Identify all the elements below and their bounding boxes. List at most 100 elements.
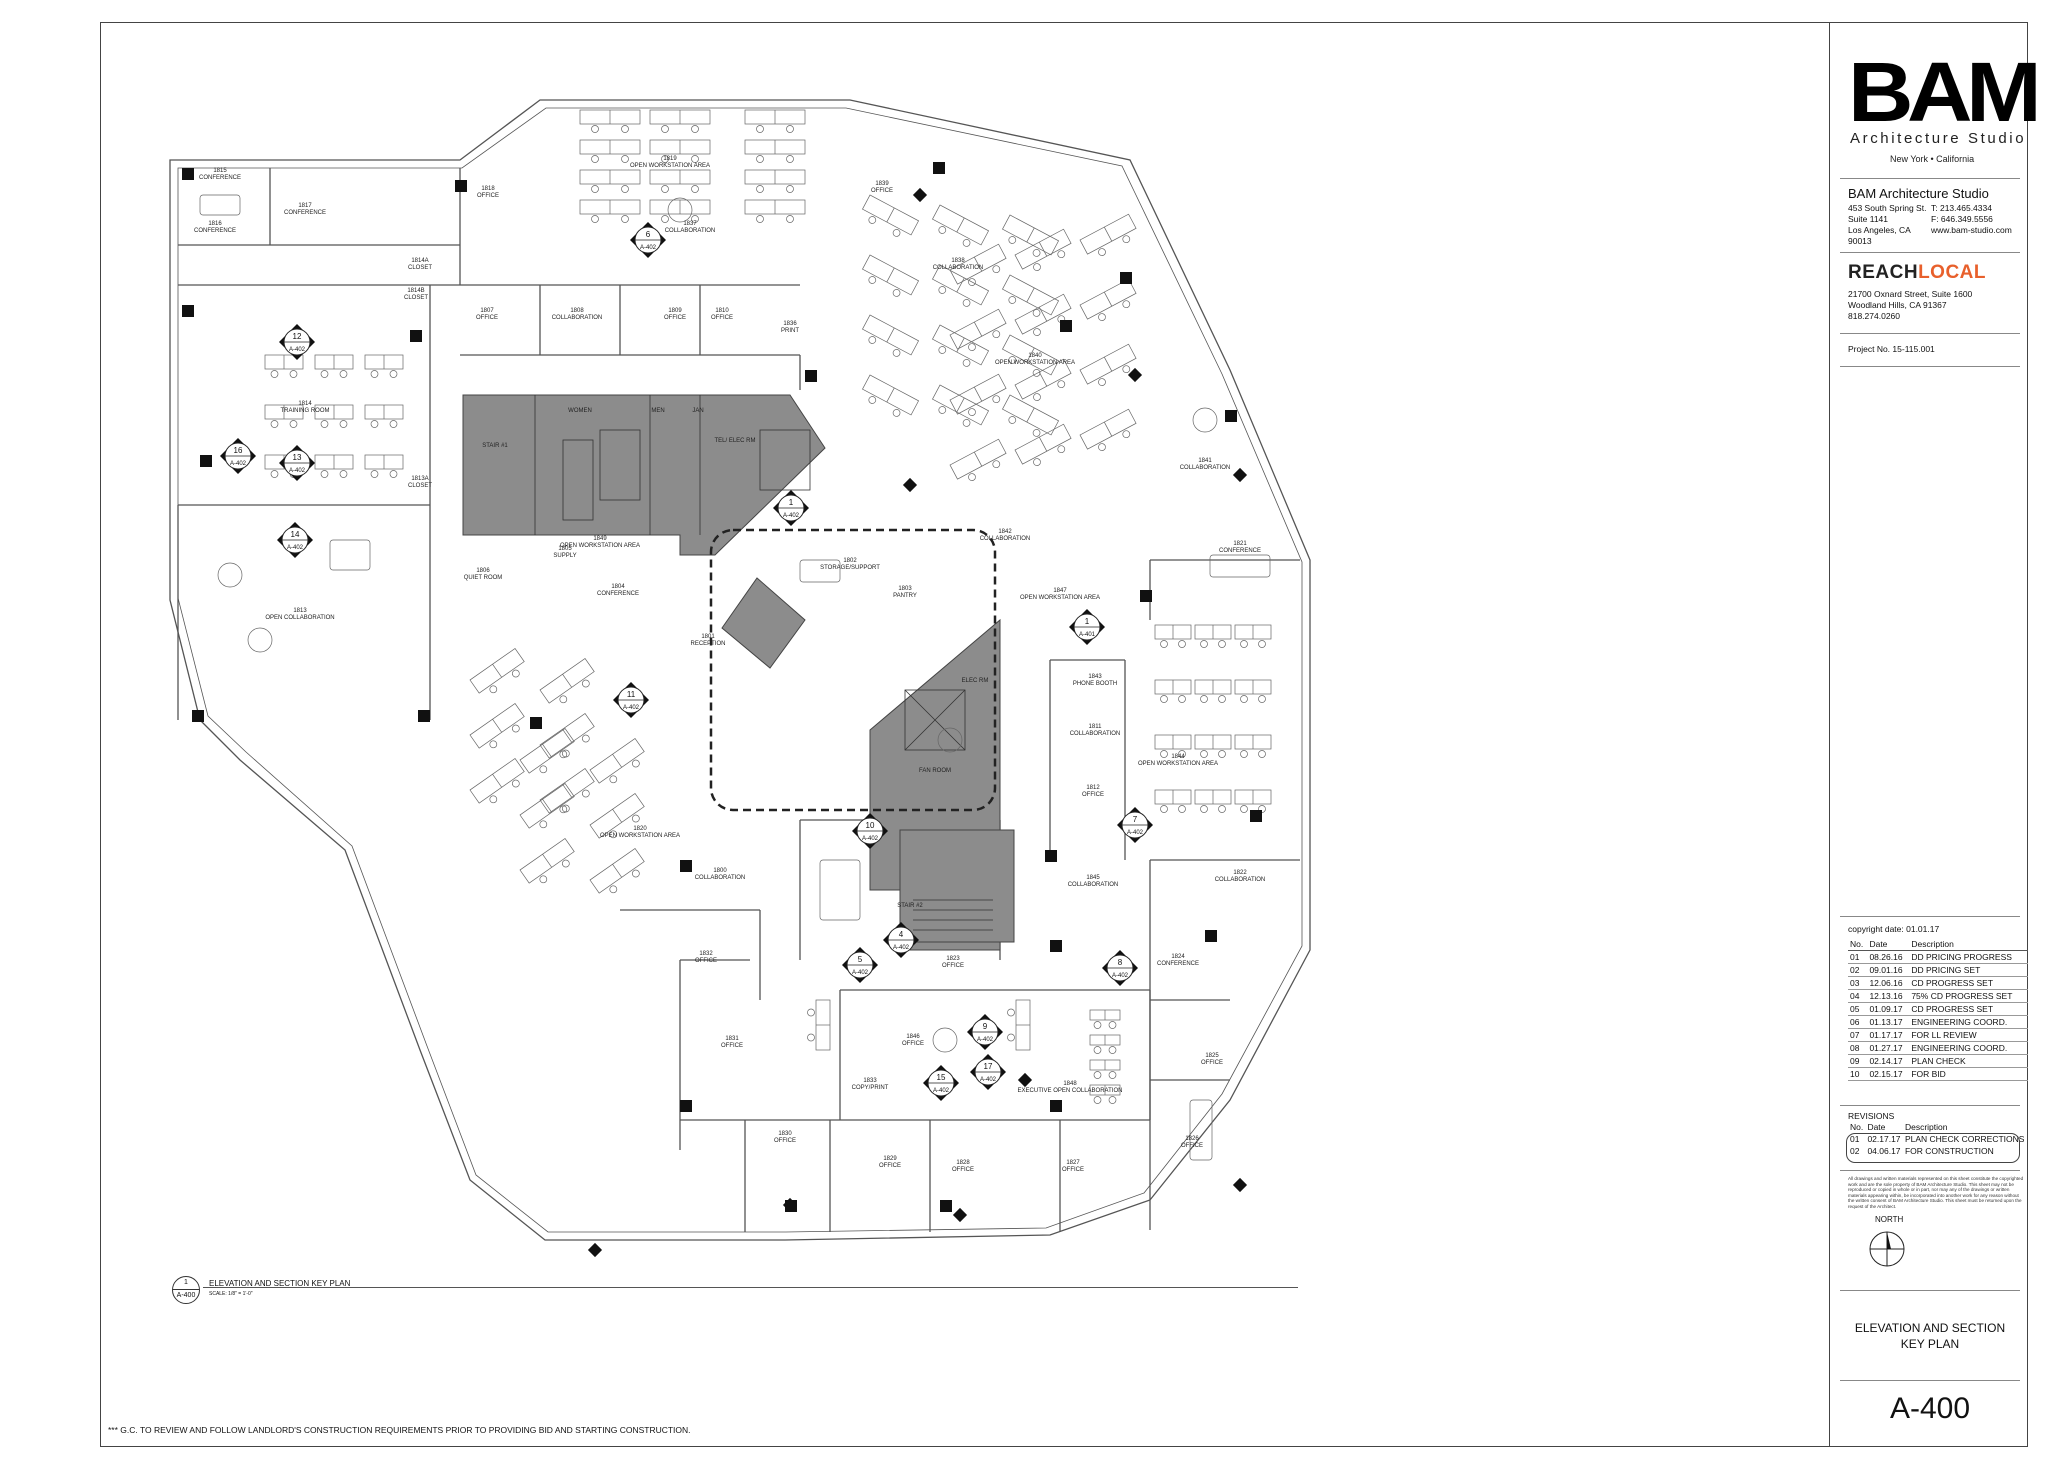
room-name: CLOSET bbox=[404, 295, 428, 301]
callout-number: 15 bbox=[937, 1073, 946, 1082]
revision-cloud bbox=[1846, 1133, 2020, 1163]
workstation bbox=[1154, 624, 1192, 648]
room-number: 1803 bbox=[898, 586, 912, 592]
workstation bbox=[1234, 734, 1272, 758]
workstation bbox=[1014, 293, 1072, 336]
workstation bbox=[1079, 408, 1137, 451]
structural-column bbox=[1050, 1100, 1062, 1112]
client-address: 21700 Oxnard Street, Suite 1600 Woodland… bbox=[1848, 289, 1972, 322]
workstation bbox=[1194, 734, 1232, 758]
room-number: 1823 bbox=[946, 956, 960, 962]
issue-date: 01.17.17 bbox=[1867, 1028, 1910, 1042]
callout-number: 5 bbox=[858, 955, 863, 964]
section-callout: 7A-402 bbox=[1117, 807, 1153, 843]
workstation bbox=[1089, 1034, 1121, 1054]
workstation bbox=[649, 109, 711, 133]
revision-no: 02 bbox=[1850, 1146, 1860, 1156]
callout-number: 9 bbox=[983, 1022, 988, 1031]
room-name: CONFERENCE bbox=[1219, 548, 1261, 554]
room-label: MEN bbox=[651, 408, 664, 414]
room-name: MEN bbox=[651, 408, 664, 414]
revision-date: 04.06.17 bbox=[1867, 1146, 1901, 1156]
workstation bbox=[744, 109, 806, 133]
issue-date: 02.15.17 bbox=[1867, 1067, 1910, 1081]
room-number: 1825 bbox=[1205, 1053, 1219, 1059]
key-plan-scale: SCALE: 1/8" = 1'-0" bbox=[209, 1291, 253, 1297]
sheet-title-line: KEY PLAN bbox=[1900, 1337, 1960, 1351]
room-name: COLLABORATION bbox=[933, 265, 984, 271]
workstation bbox=[1154, 789, 1192, 813]
room-name: OFFICE bbox=[664, 315, 686, 321]
workstation bbox=[539, 657, 595, 704]
room-name: CLOSET bbox=[408, 483, 432, 489]
workstation bbox=[519, 837, 575, 884]
workstation bbox=[1079, 343, 1137, 386]
room-label: JAN bbox=[692, 408, 703, 414]
title-block-rule bbox=[1840, 1170, 2020, 1171]
room-number: 1814A bbox=[411, 258, 428, 264]
sheet-title: ELEVATION AND SECTION KEY PLAN bbox=[1840, 1320, 2020, 1352]
section-callout: 8A-402 bbox=[1102, 950, 1138, 986]
structural-column bbox=[1250, 810, 1262, 822]
section-callout: 6A-402 bbox=[630, 222, 666, 258]
title-block-rule bbox=[1840, 333, 2020, 334]
workstation bbox=[364, 354, 404, 378]
room-name: OPEN WORKSTATION AREA bbox=[630, 163, 710, 169]
room-name: JAN bbox=[692, 408, 703, 414]
issue-date: 08.26.16 bbox=[1867, 950, 1910, 964]
room-number: 1801 bbox=[701, 634, 715, 640]
structural-column bbox=[1225, 410, 1237, 422]
workstation bbox=[862, 254, 920, 297]
section-callout: 9A-402 bbox=[967, 1014, 1003, 1050]
room-number: 1849 bbox=[593, 536, 607, 542]
client-address-line: 21700 Oxnard Street, Suite 1600 bbox=[1848, 289, 1973, 299]
round-table bbox=[217, 562, 243, 588]
workstation-layer bbox=[199, 109, 1272, 1161]
structural-column bbox=[1060, 320, 1072, 332]
issue-no: 05 bbox=[1848, 1002, 1868, 1016]
issue-date: 01.13.17 bbox=[1867, 1015, 1910, 1029]
room-number: 1821 bbox=[1233, 541, 1247, 547]
workstation bbox=[862, 374, 920, 417]
callout-sheet: A-402 bbox=[933, 1088, 950, 1094]
revision-date: 02.17.17 bbox=[1867, 1134, 1901, 1144]
workstation bbox=[1014, 423, 1072, 466]
room-number: 1813 bbox=[293, 608, 307, 614]
north-label: NORTH bbox=[1875, 1215, 1904, 1224]
title-block-rule bbox=[1840, 366, 2020, 367]
room-name: OFFICE bbox=[1082, 792, 1104, 798]
structural-column bbox=[940, 1200, 952, 1212]
conference-table bbox=[799, 559, 841, 583]
room-number: 1828 bbox=[956, 1160, 970, 1166]
section-callout: 1A-402 bbox=[773, 490, 809, 526]
room-number: 1819 bbox=[663, 156, 677, 162]
workstation bbox=[1194, 789, 1232, 813]
issue-header-no: No. bbox=[1848, 938, 1868, 951]
issue-description: PLAN CHECK bbox=[1909, 1054, 2028, 1068]
workstation bbox=[649, 139, 711, 163]
callout-sheet: A-402 bbox=[980, 1077, 997, 1083]
room-label: STAIR #2 bbox=[897, 903, 923, 909]
room-number: 1811 bbox=[1089, 724, 1103, 730]
workstation bbox=[1007, 999, 1031, 1051]
room-name: TEL/ ELEC RM bbox=[714, 438, 755, 444]
workstation bbox=[1234, 679, 1272, 703]
workstation bbox=[579, 109, 641, 133]
room-name: PHONE BOOTH bbox=[1073, 681, 1117, 687]
callout-number: 11 bbox=[627, 690, 636, 699]
callout-number: 4 bbox=[899, 930, 904, 939]
room-name: TRAINING ROOM bbox=[281, 408, 330, 414]
room-number: 1804 bbox=[611, 584, 625, 590]
